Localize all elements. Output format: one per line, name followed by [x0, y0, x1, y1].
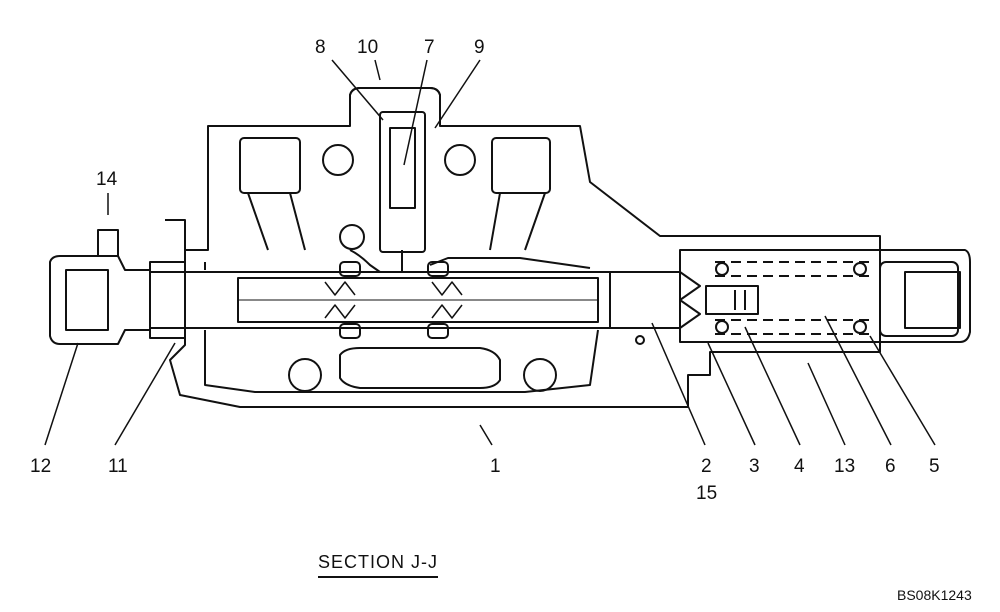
callout-15: 15 [696, 483, 718, 504]
leader-12 [44, 342, 79, 446]
leader-13 [807, 362, 846, 446]
inner-cavity-upper [204, 249, 591, 273]
check-valve-housing [379, 111, 426, 253]
leader-1 [479, 424, 493, 446]
leader-4 [744, 326, 801, 446]
lower-chamber [339, 347, 501, 389]
retainer [705, 285, 759, 315]
callout-9: 9 [474, 37, 485, 58]
leader-8 [331, 59, 384, 121]
inner-cavity-lower [204, 329, 599, 393]
right-end-fitting [879, 261, 959, 337]
callout-6: 6 [885, 456, 896, 477]
callout-1: 1 [490, 456, 501, 477]
spool-end [609, 271, 701, 329]
callout-13: 13 [834, 456, 856, 477]
spring-housing [679, 249, 881, 343]
callout-8: 8 [315, 37, 326, 58]
top-cap [349, 87, 441, 126]
section-title: SECTION J-J [318, 552, 439, 578]
callout-11: 11 [108, 456, 128, 477]
left-cap [149, 261, 186, 339]
check-valve-poppet [389, 127, 416, 209]
callout-2: 2 [701, 456, 712, 477]
leader-6 [824, 315, 892, 446]
callout-5: 5 [929, 456, 940, 477]
drawing-code: BS08K1243 [897, 587, 972, 603]
leader-5 [869, 335, 936, 446]
spring-lower [715, 319, 870, 335]
callout-3: 3 [749, 456, 760, 477]
right-port [491, 137, 551, 194]
left-port [239, 137, 301, 194]
callout-7: 7 [424, 37, 435, 58]
right-passage [489, 192, 546, 251]
leader-3 [707, 342, 756, 446]
boss-14b [165, 219, 186, 250]
callout-12: 12 [30, 456, 52, 477]
left-fitting-bore [65, 269, 109, 331]
spring-upper [715, 261, 870, 277]
boss-14 [97, 229, 119, 257]
left-passage [247, 192, 306, 251]
leader-11 [114, 342, 176, 446]
callout-10: 10 [357, 37, 379, 58]
leader-2 [651, 322, 706, 446]
leader-9 [434, 59, 481, 129]
right-fitting-bore [904, 271, 961, 329]
leader-7 [403, 59, 428, 166]
callout-4: 4 [794, 456, 805, 477]
valve-body-outline [169, 87, 971, 408]
callout-14: 14 [96, 169, 118, 190]
leader-10 [374, 59, 381, 81]
